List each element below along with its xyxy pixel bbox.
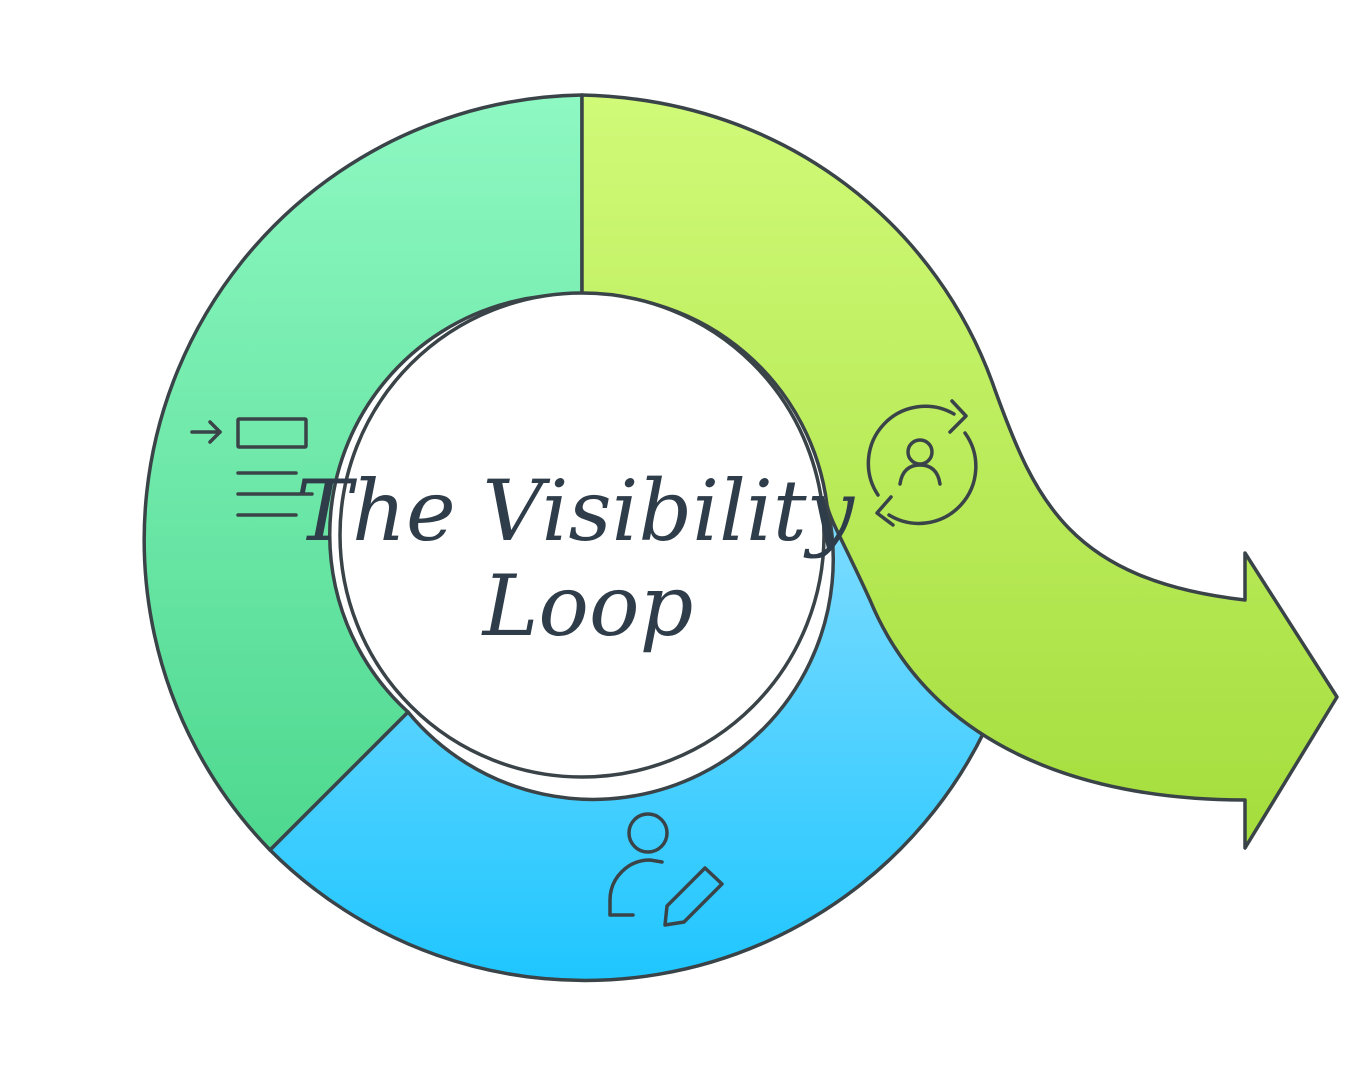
user-edit-icon xyxy=(608,812,724,927)
title-line-2: Loop xyxy=(481,557,694,655)
green-ring-segment xyxy=(142,93,584,852)
lime-arrow-segment xyxy=(580,93,1339,850)
user-cycle-icon xyxy=(866,399,978,527)
center-circle xyxy=(338,291,826,779)
title-line-1: The Visibility xyxy=(296,462,856,560)
indent-list-icon xyxy=(190,417,314,517)
